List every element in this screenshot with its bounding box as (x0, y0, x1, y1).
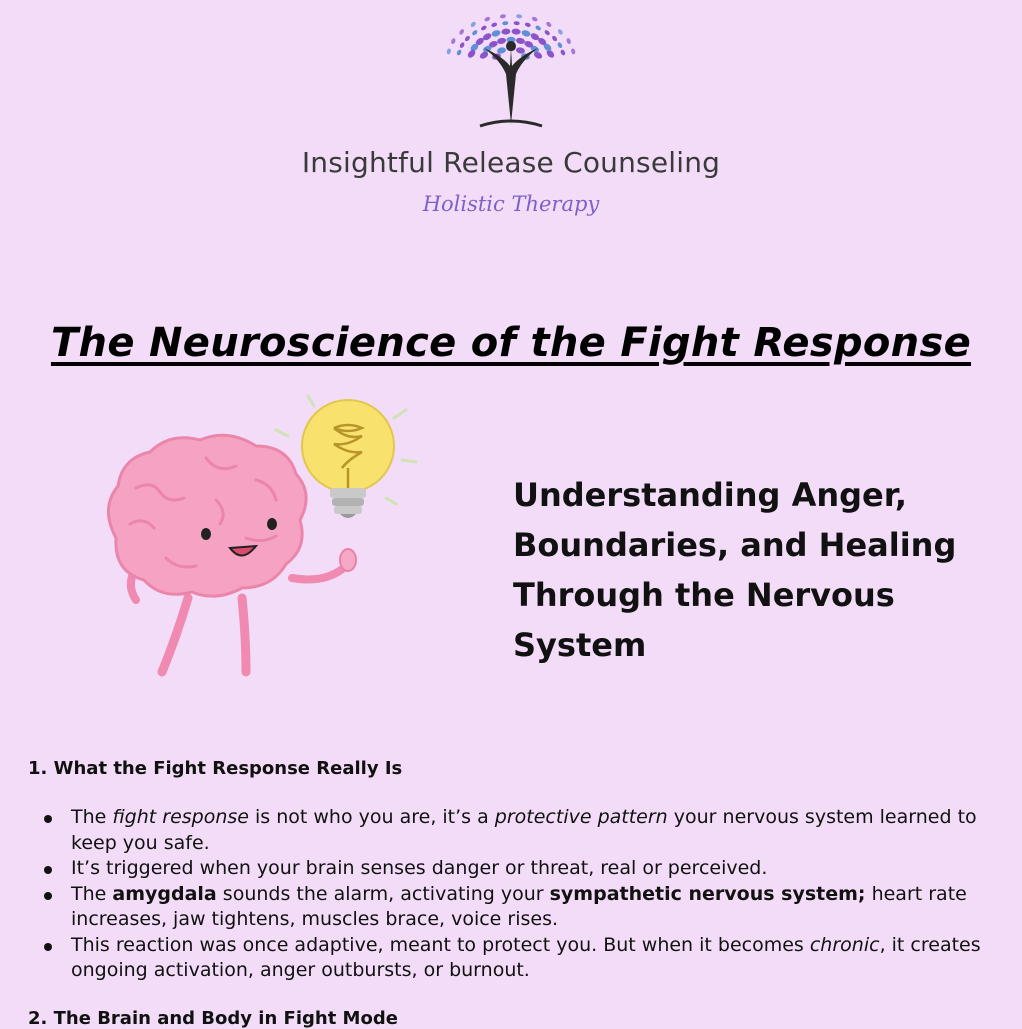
list-item: The amygdala sounds the alarm, activatin… (28, 882, 988, 933)
logo-leaf (538, 37, 547, 46)
logo-leaf (475, 37, 484, 46)
logo-leaf (472, 30, 478, 36)
logo-leaf (533, 51, 543, 59)
logo-leaf (497, 37, 507, 44)
bullet-dot (44, 891, 52, 900)
logo-leaf (488, 40, 498, 48)
brand-tagline: Holistic Therapy (422, 192, 600, 216)
logo-leaf (446, 48, 451, 55)
logo-leaf (530, 33, 540, 41)
bullet-dot (44, 866, 52, 874)
logo-leaf (557, 42, 563, 48)
subtitle-line: Boundaries, and Healing (513, 526, 957, 564)
text-run: heart rate increases, jaw tightens, musc… (71, 882, 967, 931)
logo-leaf (531, 16, 538, 22)
logo-leaf (511, 28, 521, 35)
logo-leaf (499, 14, 506, 19)
logo-leaf (521, 30, 531, 37)
logo-leaf (459, 42, 465, 48)
text-run: your nervous system learned to keep you … (71, 806, 977, 854)
brand-name: Insightful Release Counseling (301, 146, 721, 179)
logo-leaf (501, 28, 511, 35)
tree-person-icon (446, 14, 576, 128)
text-run: chronic (809, 933, 880, 956)
text-run: sounds the alarm, activating your (216, 882, 550, 905)
subtitle-line: System (513, 626, 647, 664)
section-heading: 1. What the Fight Response Really Is (28, 758, 403, 779)
section-heading: 2. The Brain and Body in Fight Mode (28, 1008, 398, 1029)
logo-leaf (546, 21, 552, 27)
subtitle-line: Understanding Anger, (513, 476, 907, 514)
logo-leaf (451, 38, 456, 44)
logo-leaf (464, 35, 470, 42)
text-run: It’s triggered when your brain senses da… (71, 857, 768, 879)
text-run: The (71, 806, 113, 828)
list-item: This reaction was once adaptive, meant t… (28, 933, 988, 984)
subtitle: Understanding Anger, Boundaries, and Hea… (513, 470, 983, 670)
logo-leaf (557, 29, 563, 35)
logo-leaf (543, 43, 552, 52)
logo-leaf (497, 47, 506, 54)
bullet-dot (44, 942, 52, 951)
logo-leaf (491, 22, 498, 27)
text-run: protective pattern (494, 806, 668, 828)
logo-leaf (481, 25, 487, 31)
logo-leaf (484, 16, 491, 22)
text-run: sympathetic nervous system; (549, 882, 866, 905)
logo-leaf (467, 49, 476, 58)
text-run: amygdala (112, 882, 217, 905)
logo-leaf (552, 35, 558, 42)
logo-leaf (560, 49, 566, 56)
logo-leaf (470, 43, 479, 52)
logo-leaf (470, 21, 476, 27)
page-title: The Neuroscience of the Fight Response (50, 320, 972, 366)
logo-leaf (516, 14, 523, 19)
logo-leaf (544, 30, 550, 36)
logo-leaf (482, 33, 492, 41)
text-run: is not who you are, it’s a (248, 806, 495, 828)
logo-leaf (566, 38, 571, 44)
bullet-list: The fight response is not who you are, i… (28, 805, 988, 984)
bullet-dot (44, 815, 52, 823)
logo-leaf (506, 36, 516, 43)
text-run: The (71, 882, 113, 905)
logo-leaf (515, 37, 525, 44)
logo-leaf (535, 25, 541, 31)
logo-leaf (516, 47, 525, 54)
list-item: The fight response is not who you are, i… (28, 805, 988, 856)
logo-leaf (524, 40, 534, 48)
logo-leaf (571, 48, 576, 55)
list-item: It’s triggered when your brain senses da… (28, 856, 988, 882)
logo-leaf (479, 51, 489, 59)
text-run: , it creates ongoing activation, anger o… (71, 933, 981, 982)
text-run: This reaction was once adaptive, meant t… (71, 933, 810, 956)
logo-leaf (546, 49, 555, 58)
logo-leaf (502, 21, 509, 26)
text-run: fight response (112, 806, 249, 828)
logo-leaf (459, 29, 465, 35)
subtitle-line: Through the Nervous (513, 576, 895, 614)
logo-leaf (491, 30, 501, 37)
logo-leaf (513, 21, 520, 26)
logo-leaf (456, 49, 462, 56)
brain-with-lightbulb-illustration (107, 394, 418, 677)
logo-leaf (524, 22, 531, 27)
